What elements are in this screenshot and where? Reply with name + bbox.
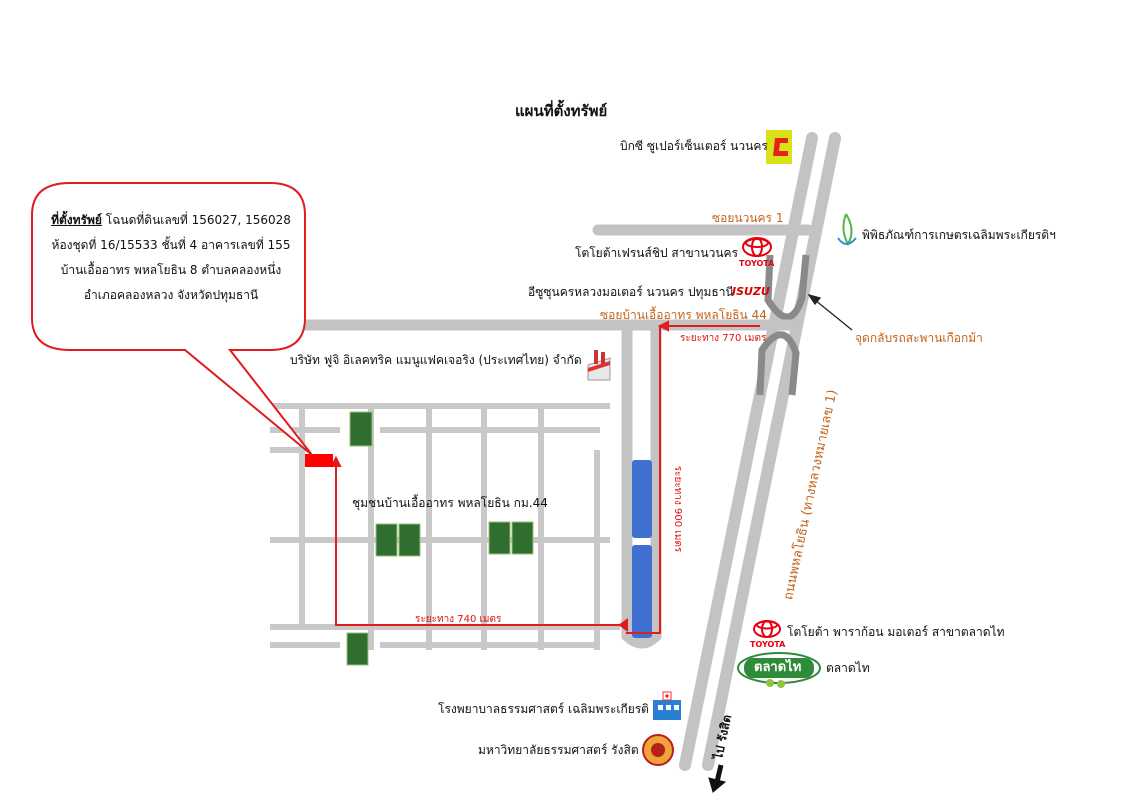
talad-thai-logo-text: ตลาดไท — [754, 660, 802, 675]
property-line-1: ที่ตั้งทรัพย์ โฉนดที่ดินเลขที่ 156027, 1… — [51, 213, 291, 227]
hospital-label: โรงพยาบาลธรรมศาสตร์ เฉลิมพระเกียรติ — [438, 702, 649, 716]
distance-900-label: ระยะทาง 900 เมตร — [672, 465, 684, 553]
university-label: มหาวิทยาลัยธรรมศาสตร์ รังสิต — [478, 743, 639, 757]
u-turn-label: จุดกลับรถสะพานเกือกม้า — [855, 331, 983, 345]
property-callout — [31, 182, 313, 456]
property-description: ที่ตั้งทรัพย์ โฉนดที่ดินเลขที่ 156027, 1… — [40, 208, 302, 308]
isuzu-brand-text: ISUZU — [732, 285, 770, 298]
talad-thai-label: ตลาดไท — [826, 661, 870, 675]
community-label: ชุมชนบ้านเอื้ออาทร พหลโยธิน กม.44 — [352, 496, 548, 510]
property-line-2: ห้องชุดที่ 16/15533 ชั้นที่ 4 อาคารเลขที… — [51, 238, 291, 252]
phahonyothin-highway — [679, 132, 841, 771]
university-seal-icon — [642, 734, 674, 766]
green-fields — [346, 411, 534, 666]
isuzu-dealer-label: อีซูซุนครหลวงมอเตอร์ นวนคร ปทุมธานี — [528, 285, 734, 299]
toyota-logo-navanakorn — [742, 237, 772, 257]
big-c-logo — [766, 130, 792, 164]
toyota-logo-talad-thai — [753, 620, 781, 638]
community-grid — [270, 403, 620, 650]
factory-icon — [587, 350, 611, 381]
toyota-brand-text: TOYOTA — [739, 259, 775, 268]
u-turn-bridge — [756, 254, 810, 396]
to-rangsit-arrow — [708, 764, 727, 793]
property-heading: ที่ตั้งทรัพย์ — [51, 213, 102, 227]
property-marker — [305, 454, 333, 467]
toyota-brand-text-2: TOYOTA — [750, 640, 786, 649]
property-line-4: อำเภอคลองหลวง จังหวัดปทุมธานี — [83, 288, 259, 302]
museum-icon — [837, 213, 857, 247]
route-path — [330, 320, 760, 634]
access-loop-road — [621, 319, 662, 649]
big-c-label: บิกซี ซูเปอร์เซ็นเตอร์ นวนคร — [620, 139, 768, 153]
talad-thai-logo — [737, 652, 821, 688]
distance-770-label: ระยะทาง 770 เมตร — [680, 333, 767, 344]
ponds — [632, 460, 652, 638]
property-line-3: บ้านเอื้ออาทร พหลโยธิน 8 ตำบลคลองหนึ่ง — [60, 263, 282, 277]
hospital-icon — [653, 691, 681, 720]
distance-740-label: ระยะทาง 740 เมตร — [415, 614, 502, 625]
factory-label: บริษัท ฟูจิ อิเลคทริค แมนูแฟคเจอริง (ประ… — [290, 353, 582, 367]
soi-navanakorn-1-label: ซอยนวนคร 1 — [712, 211, 784, 225]
map-title: แผนที่ตั้งทรัพย์ — [515, 102, 608, 120]
toyota-talad-thai-label: โตโยต้า พาราก้อน มอเตอร์ สาขาตลาดไท — [787, 625, 1005, 639]
museum-label: พิพิธภัณฑ์การเกษตรเฉลิมพระเกียรติฯ — [862, 228, 1056, 242]
u-turn-pointer — [807, 293, 853, 331]
soi-ban-ua-athorn-label: ซอยบ้านเอื้ออาทร พหลโยธิน 44 — [600, 308, 767, 322]
toyota-navanakorn-label: โตโยต้าเฟรนส์ชิป สาขานวนคร — [575, 246, 739, 260]
